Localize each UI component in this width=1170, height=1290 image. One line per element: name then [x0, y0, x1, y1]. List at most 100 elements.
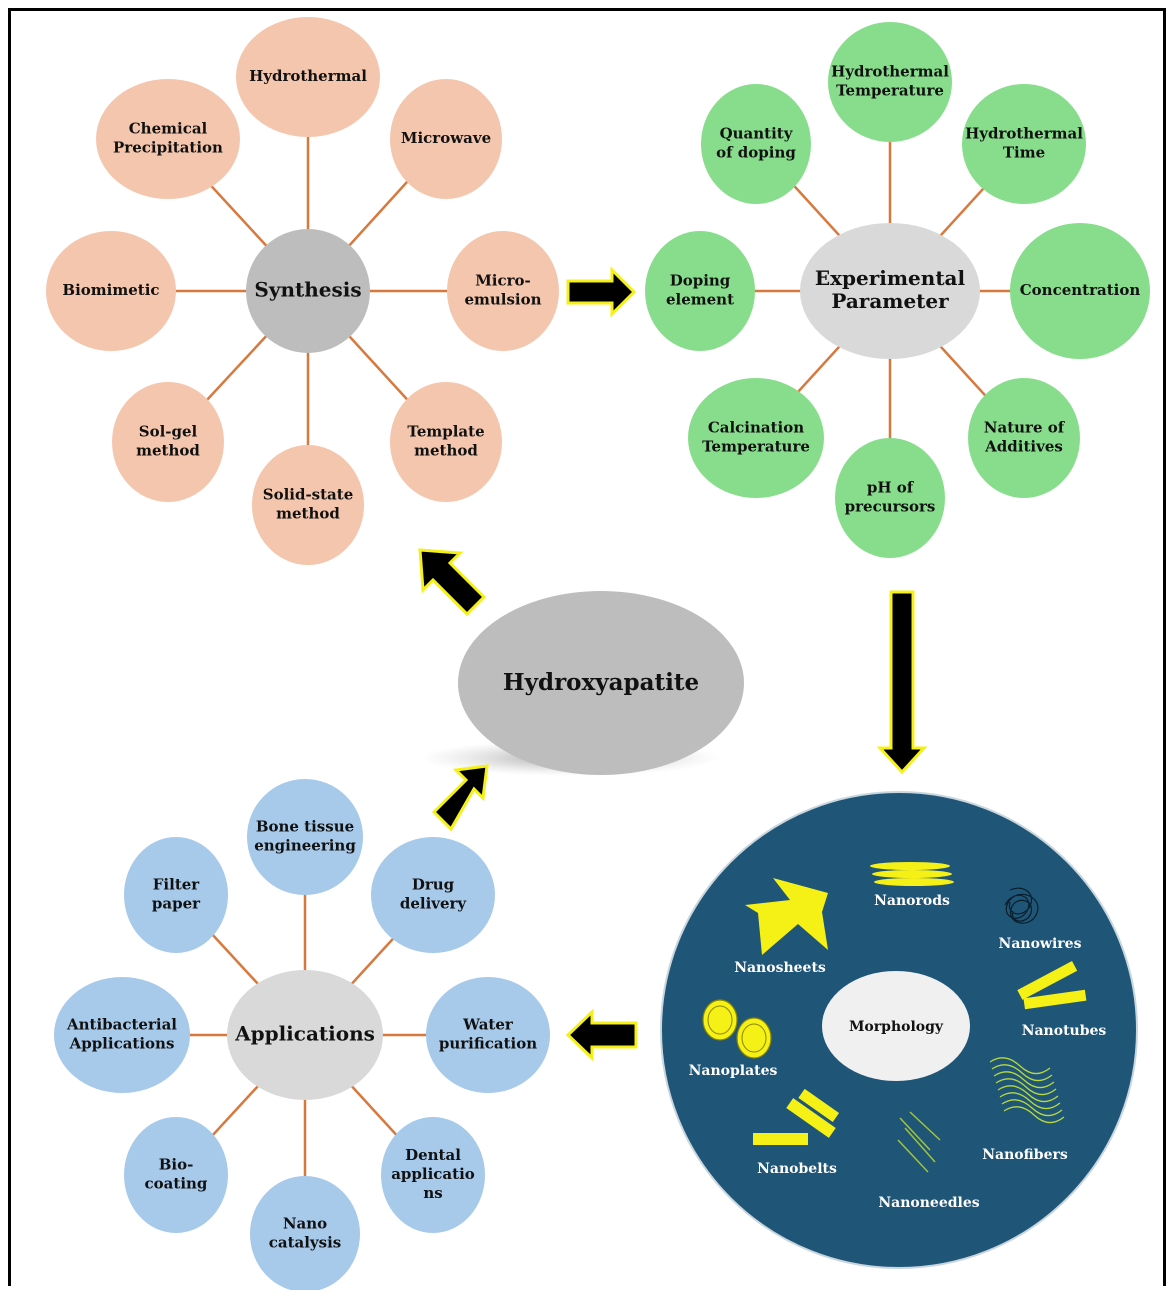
synthesis-hub: Synthesis: [246, 229, 370, 353]
synthesis-node-solid-state-method-shape: [252, 445, 364, 565]
parameter-node-calcination-temperature-line-1: Calcination: [708, 419, 804, 437]
synthesis-node-micro-emulsion: Micro-emulsion: [447, 231, 559, 351]
nanorod-shape: [872, 870, 952, 878]
application-node-drug-delivery-line-2: delivery: [400, 895, 468, 913]
parameter-node-nature-of-additives-line-1: Nature of: [984, 419, 1066, 437]
nanofiber-shape: [1003, 1106, 1065, 1124]
nanobelt-shape: [753, 1133, 808, 1145]
parameter-node-quantity-of-doping-shape: [701, 84, 811, 204]
arrow-up-right-icon: [431, 764, 489, 832]
morphology-hub-shape: [822, 971, 970, 1081]
parameter-node-ph-of-precursors-shape: [835, 438, 945, 558]
application-node-bio-coating-line-2: coating: [145, 1175, 208, 1193]
synthesis-node-microwave: Microwave: [390, 79, 502, 199]
arrow-left-icon: [565, 1008, 638, 1062]
nanorod-shape: [870, 862, 950, 870]
nanofiber-shape: [997, 1085, 1059, 1103]
nanoneedle-shape: [897, 1139, 929, 1173]
nanofiber-shape: [999, 1092, 1061, 1110]
parameter-node-ph-of-precursors-line-1: pH of: [867, 479, 915, 497]
nanoneedle-shape: [904, 1127, 936, 1163]
application-node-filter-paper-line-1: Filter: [153, 876, 201, 894]
application-node-drug-delivery-line-1: Drug: [412, 876, 455, 894]
application-node-nano-catalysis-line-2: catalysis: [269, 1234, 342, 1252]
application-hub-shape: [227, 970, 383, 1100]
nanoneedle-shape: [899, 1117, 931, 1151]
application-node-dental-applicatio-ns-line-2: applicatio: [391, 1165, 475, 1183]
nanosheet-shape: [745, 878, 828, 955]
morphology-label-nanofibers: Nanofibers: [982, 1147, 1068, 1163]
nanofiber-shape: [995, 1078, 1057, 1096]
center-label: Hydroxyapatite: [503, 669, 699, 696]
synthesis-node-micro-emulsion-line-1: Micro-: [475, 272, 531, 290]
synthesis-node-template-method-shape: [390, 382, 502, 502]
parameter-node-doping-element-line-2: element: [666, 291, 734, 309]
morphology-label-nanosheets: Nanosheets: [734, 960, 826, 976]
nanotube-shape: [1017, 961, 1078, 1000]
morphology-label-nanobelts: Nanobelts: [757, 1161, 837, 1177]
synthesis-node-biomimetic-line-1: Biomimetic: [62, 281, 159, 299]
synthesis-node-biomimetic-shape: [46, 231, 176, 351]
synthesis-node-chemical-precipitation-shape: [96, 79, 240, 199]
morphology-panel: MorphologyNanorodsNanowiresNanotubesNano…: [660, 791, 1138, 1269]
parameter-hub-line-2: Parameter: [831, 289, 949, 313]
application-node-filter-paper-shape: [124, 837, 228, 953]
morphology-hub-label: Morphology: [849, 1019, 944, 1035]
application-node-filter-paper-line-2: paper: [152, 895, 201, 913]
application-node-bone-tissue-engineering-line-1: Bone tissue: [256, 818, 354, 836]
morphology-label-nanowires: Nanowires: [999, 936, 1082, 952]
synthesis-node-microwave-line-1: Microwave: [401, 129, 491, 147]
parameter-node-doping-element-shape: [645, 231, 755, 351]
application-node-antibacterial-applications-line-2: Applications: [69, 1035, 175, 1053]
hydroxyapatite-center: Hydroxyapatite: [420, 591, 744, 776]
figure-frame: [8, 8, 1166, 1286]
synthesis-node-chemical-precipitation-line-1: Chemical: [129, 120, 208, 138]
synthesis-node-hydrothermal: Hydrothermal: [236, 17, 380, 137]
nanofiber-shape: [1001, 1099, 1063, 1117]
application-node-nano-catalysis-line-1: Nano: [283, 1215, 327, 1233]
synthesis-node-sol-gel-method-shape: [112, 382, 224, 502]
application-node-drug-delivery-shape: [371, 837, 495, 953]
parameter-node-calcination-temperature-shape: [688, 378, 824, 498]
synthesis-node-solid-state-method-line-2: method: [276, 505, 340, 523]
nanoneedle-shape: [909, 1111, 941, 1141]
parameter-node-calcination-temperature-line-2: Temperature: [702, 438, 810, 456]
arrow-down-icon: [876, 590, 928, 775]
parameter-node-hydrothermal-temperature-line-2: Temperature: [836, 82, 944, 100]
synthesis-node-micro-emulsion-shape: [447, 231, 559, 351]
parameter-node-doping-element-line-1: Doping: [670, 272, 731, 290]
application-node-dental-applicatio-ns-line-1: Dental: [405, 1146, 461, 1164]
parameter-node-concentration-line-1: Concentration: [1020, 281, 1141, 299]
morphology-label-nanotubes: Nanotubes: [1022, 1023, 1107, 1039]
parameter-node-quantity-of-doping-line-2: of doping: [716, 144, 796, 162]
application-node-dental-applicatio-ns-line-3: ns: [423, 1184, 442, 1202]
nanobelt-shape: [798, 1088, 840, 1122]
synthesis-node-chemical-precipitation-line-2: Precipitation: [113, 139, 223, 157]
synthesis-node-solid-state-method-line-1: Solid-state: [263, 486, 354, 504]
morphology-label-nanoneedles: Nanoneedles: [878, 1195, 979, 1211]
parameter-hub-line-1: Experimental: [815, 266, 966, 290]
synthesis-node-sol-gel-method-line-1: Sol-gel: [139, 423, 198, 441]
application-node-bone-tissue-engineering-line-2: engineering: [254, 837, 356, 855]
parameter-node-ph-of-precursors-line-2: precursors: [845, 498, 936, 516]
application-node-bone-tissue-engineering-shape: [247, 779, 363, 895]
nanofiber-shape: [993, 1071, 1055, 1089]
synthesis-hub-line-1: Synthesis: [254, 278, 361, 302]
